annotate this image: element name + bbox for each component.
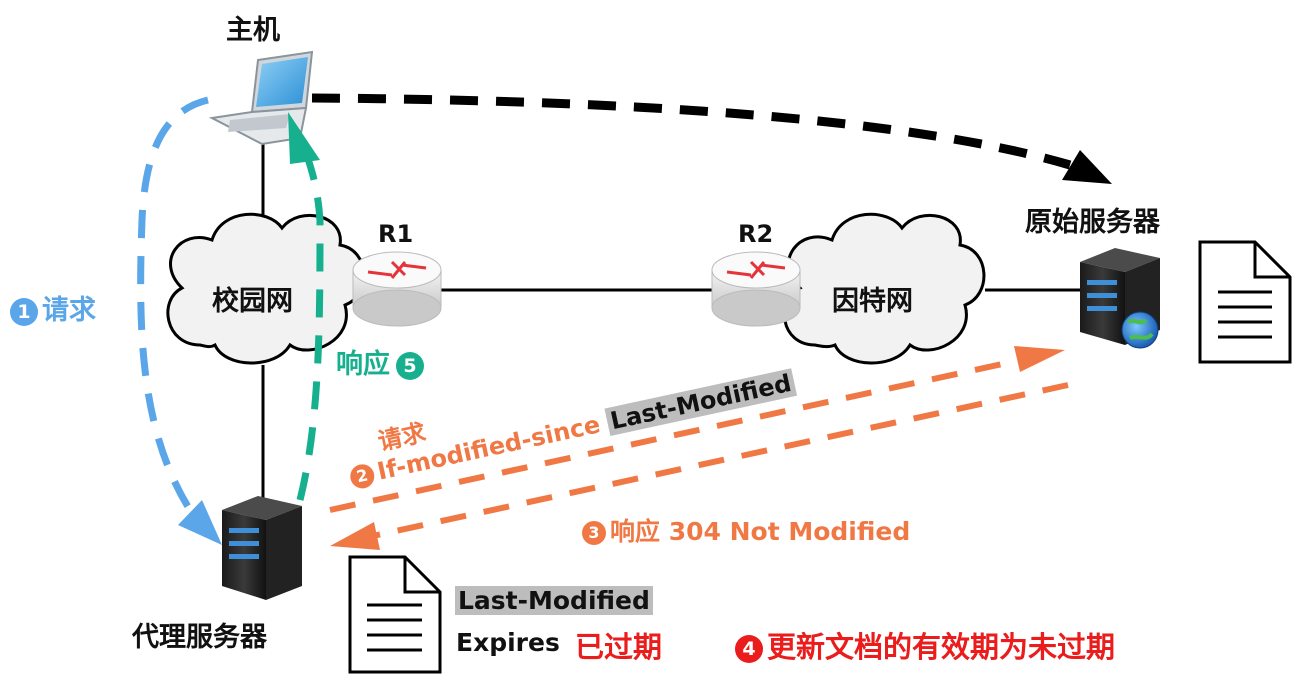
proxy-server-label: 代理服务器 <box>132 622 267 653</box>
step-2-number: 2 <box>348 462 377 491</box>
origin-server-icon <box>1080 248 1160 349</box>
internet-label: 因特网 <box>832 286 913 317</box>
cached-last-modified: Last-Modified <box>455 586 653 615</box>
step-3-number: 3 <box>582 521 606 545</box>
request-2-arrow <box>329 346 1065 513</box>
router-r1-icon <box>352 251 442 327</box>
step-1-number: 1 <box>10 297 38 326</box>
step-1-text: 请求 <box>42 295 96 326</box>
router-r1-label: R1 <box>378 220 414 248</box>
step-4-number: 4 <box>735 635 763 663</box>
step-3-text: 响应 304 Not Modified <box>610 517 911 546</box>
response-5-arrow <box>288 112 324 501</box>
cached-expires: Expires <box>456 628 560 657</box>
proxy-server-icon <box>222 496 302 600</box>
step-5-number: 5 <box>396 351 424 380</box>
origin-server-label: 原始服务器 <box>1025 207 1160 238</box>
cached-expired-status: 已过期 <box>575 630 663 664</box>
step-4-text: 更新文档的有效期为未过期 <box>767 630 1116 664</box>
cached-document-icon <box>348 555 442 674</box>
origin-document-icon <box>1198 240 1292 364</box>
request-1-arrow <box>137 96 222 545</box>
campus-net-label: 校园网 <box>212 286 293 317</box>
host-label: 主机 <box>226 15 280 46</box>
laptop-icon <box>208 50 314 146</box>
response-3-arrow <box>330 382 1069 550</box>
step-5-text: 响应 <box>336 349 390 380</box>
router-r2-label: R2 <box>738 220 774 248</box>
campus-cloud-icon <box>166 212 366 365</box>
direct-request-arrow <box>311 93 1112 184</box>
router-r2-icon <box>711 251 801 327</box>
